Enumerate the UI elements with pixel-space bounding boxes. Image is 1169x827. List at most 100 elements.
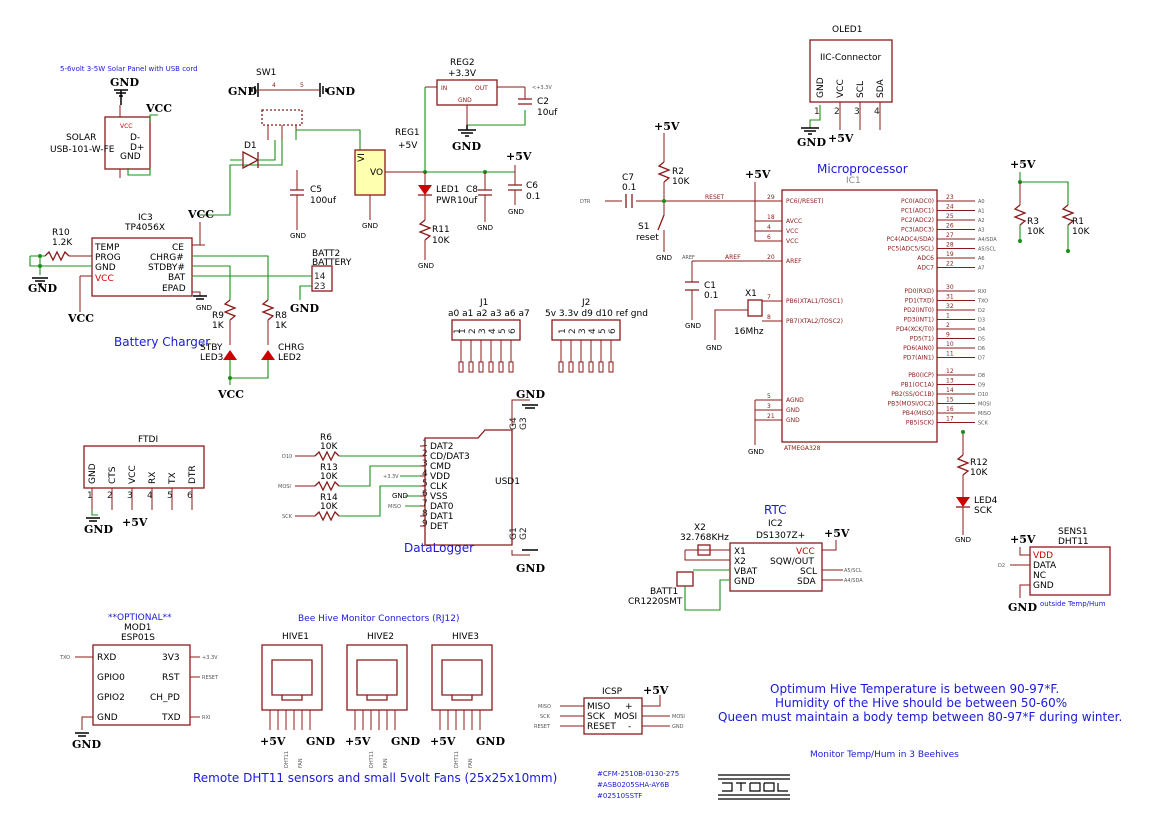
oled-pin-label: GND <box>816 77 826 98</box>
j2-lead-end <box>598 361 604 373</box>
ic1-right-pin-label: ADC6 <box>917 255 934 262</box>
svg-text:J1: J1 <box>479 298 488 308</box>
svg-text:C6: C6 <box>526 181 538 191</box>
svg-text:A4/SDA: A4/SDA <box>844 578 863 584</box>
svg-text:PWR: PWR <box>436 196 457 206</box>
svg-text:IN: IN <box>441 85 447 92</box>
svg-text:S1: S1 <box>638 222 649 232</box>
ftdi-header: FTDI <box>83 435 205 489</box>
svg-text:RST: RST <box>162 673 180 683</box>
usd1-pin-label: VSS <box>430 492 448 502</box>
usd1-gnd-pin: G2 <box>519 527 529 540</box>
svg-text:R11: R11 <box>432 225 450 235</box>
solar-ref: SOLAR <box>66 133 96 143</box>
svg-text:GND: GND <box>120 152 141 162</box>
usd1-pin-label: CD/DAT3 <box>430 452 470 462</box>
oled-pin-num: 1 <box>814 107 820 117</box>
svg-text:C5: C5 <box>310 185 322 195</box>
svg-text:GPIO0: GPIO0 <box>97 673 125 683</box>
hive-gnd: GND <box>476 735 505 748</box>
ftdi-pin-label: TX <box>168 472 178 485</box>
svg-text:0.1: 0.1 <box>704 291 718 301</box>
ic1-right-pin-label: PB1(OC1A) <box>901 382 934 389</box>
ic1-net-label: D10 <box>978 392 988 398</box>
ic1-net-label: TXO <box>977 299 988 305</box>
ic1-right-pin-num: 19 <box>946 251 954 258</box>
hive-sub-label: DHT11 <box>369 751 375 768</box>
ic1-net-label: A3 <box>978 228 985 234</box>
svg-text:+5V: +5V <box>506 150 532 163</box>
ic1-right-pin-label: PC4(ADC4/SDA) <box>887 236 935 243</box>
svg-text:GND: GND <box>196 304 212 312</box>
svg-text:VCC: VCC <box>217 388 244 401</box>
svg-text:GND: GND <box>508 208 524 216</box>
svg-text:-: - <box>628 722 631 732</box>
svg-text:R12: R12 <box>970 458 988 468</box>
ic1-right-pin-label: PD1(TXD) <box>905 298 934 305</box>
usd1-pin-num: 7 <box>422 499 428 509</box>
j1-pin-1: 1 <box>458 328 468 334</box>
j1-header: J1 a0 a1 a2 a3 a6 a7 1 <box>448 298 530 341</box>
hive-sub-label: FAN <box>383 758 389 768</box>
ic1-right-pin-num: 22 <box>946 261 954 268</box>
oled-pin-num: 3 <box>854 107 860 117</box>
usd1-pin-num: 1 <box>422 439 428 449</box>
usd1-pin-num: 2 <box>422 449 428 459</box>
s1-reset-button[interactable]: S1 reset <box>636 214 665 243</box>
svg-text:IC3: IC3 <box>138 213 153 223</box>
ic1-left-pin-label: AREF <box>786 258 802 265</box>
ic1-right-pin-num: 15 <box>946 397 954 404</box>
usd1-pin-label: VDD <box>430 472 450 482</box>
ic1-net-label: D7 <box>978 356 985 362</box>
svg-text:SENS1: SENS1 <box>1058 527 1088 537</box>
svg-text:10K: 10K <box>1072 227 1090 237</box>
svg-text:10K: 10K <box>320 442 338 452</box>
svg-text:SQW/OUT: SQW/OUT <box>770 557 814 567</box>
ic1-right-pin-label: PB5(SCK) <box>906 420 934 427</box>
svg-text:STBY: STBY <box>200 343 223 353</box>
svg-text:GND: GND <box>452 140 481 153</box>
svg-text:0.1: 0.1 <box>526 192 540 202</box>
ftdi-pin-num: 3 <box>127 491 133 501</box>
mod1-esp01s: **OPTIONAL** MOD1 ESP01S RXD GPIO0 GPIO2… <box>92 613 191 726</box>
ic1-net-label: A0 <box>978 199 985 205</box>
hive-sub-label: FAN <box>298 758 304 768</box>
svg-text:100uf: 100uf <box>310 196 337 206</box>
j2-lead-end <box>568 361 574 373</box>
led4-led: LED4 SCK <box>956 496 998 516</box>
svg-text:**OPTIONAL**: **OPTIONAL** <box>108 613 172 623</box>
svg-text:IC1: IC1 <box>846 176 861 186</box>
svg-text:C1: C1 <box>704 281 716 291</box>
hive-2-label: HIVE2 <box>367 632 394 642</box>
c8-capacitor: C8 10uf <box>457 185 492 206</box>
svg-text:1: 1 <box>453 328 463 334</box>
svg-text:VO: VO <box>370 168 383 178</box>
svg-text:5v 3.3v d9 d10 ref gnd: 5v 3.3v d9 d10 ref gnd <box>545 309 648 319</box>
svg-text:C8: C8 <box>466 185 478 195</box>
ic1-left-pin-label: GND <box>786 417 800 424</box>
ic1-right-pin-num: 2 <box>946 322 950 329</box>
svg-text:outside Temp/Hum: outside Temp/Hum <box>1040 600 1106 608</box>
ic1-right-pin-num: 16 <box>946 406 954 413</box>
ftdi-pin-num: 1 <box>87 491 93 501</box>
hive-sub-label: DHT11 <box>284 751 290 768</box>
svg-text:CR1220SMT: CR1220SMT <box>628 597 683 607</box>
sens1-dht11: SENS1 DHT11 VDD DATA NC GND outside Temp… <box>1029 527 1111 608</box>
ic1-left-pin-label: PB6(XTAL1/TOSC1) <box>786 298 843 305</box>
svg-text:MISO: MISO <box>587 702 610 712</box>
svg-text:D10: D10 <box>282 454 292 460</box>
svg-text:10K: 10K <box>1027 227 1045 237</box>
ic1-right-pin-num: 12 <box>946 368 954 375</box>
svg-text:LED4: LED4 <box>974 496 998 506</box>
svg-text:GND: GND <box>656 254 672 262</box>
svg-text:VBAT: VBAT <box>734 567 758 577</box>
usd1-sdcard: USD1 <box>424 429 520 546</box>
svg-text:GND: GND <box>362 222 378 230</box>
svg-text:GND: GND <box>28 282 57 295</box>
oled-pin-label: VCC <box>836 79 846 98</box>
ic1-net-label: D9 <box>978 383 985 389</box>
ic1-net-label: A6 <box>978 256 985 262</box>
d1-diode: D1 <box>242 141 260 170</box>
hive-5v: +5V <box>260 735 286 748</box>
ic1-right-pin-label: PD5(T1) <box>910 336 934 343</box>
